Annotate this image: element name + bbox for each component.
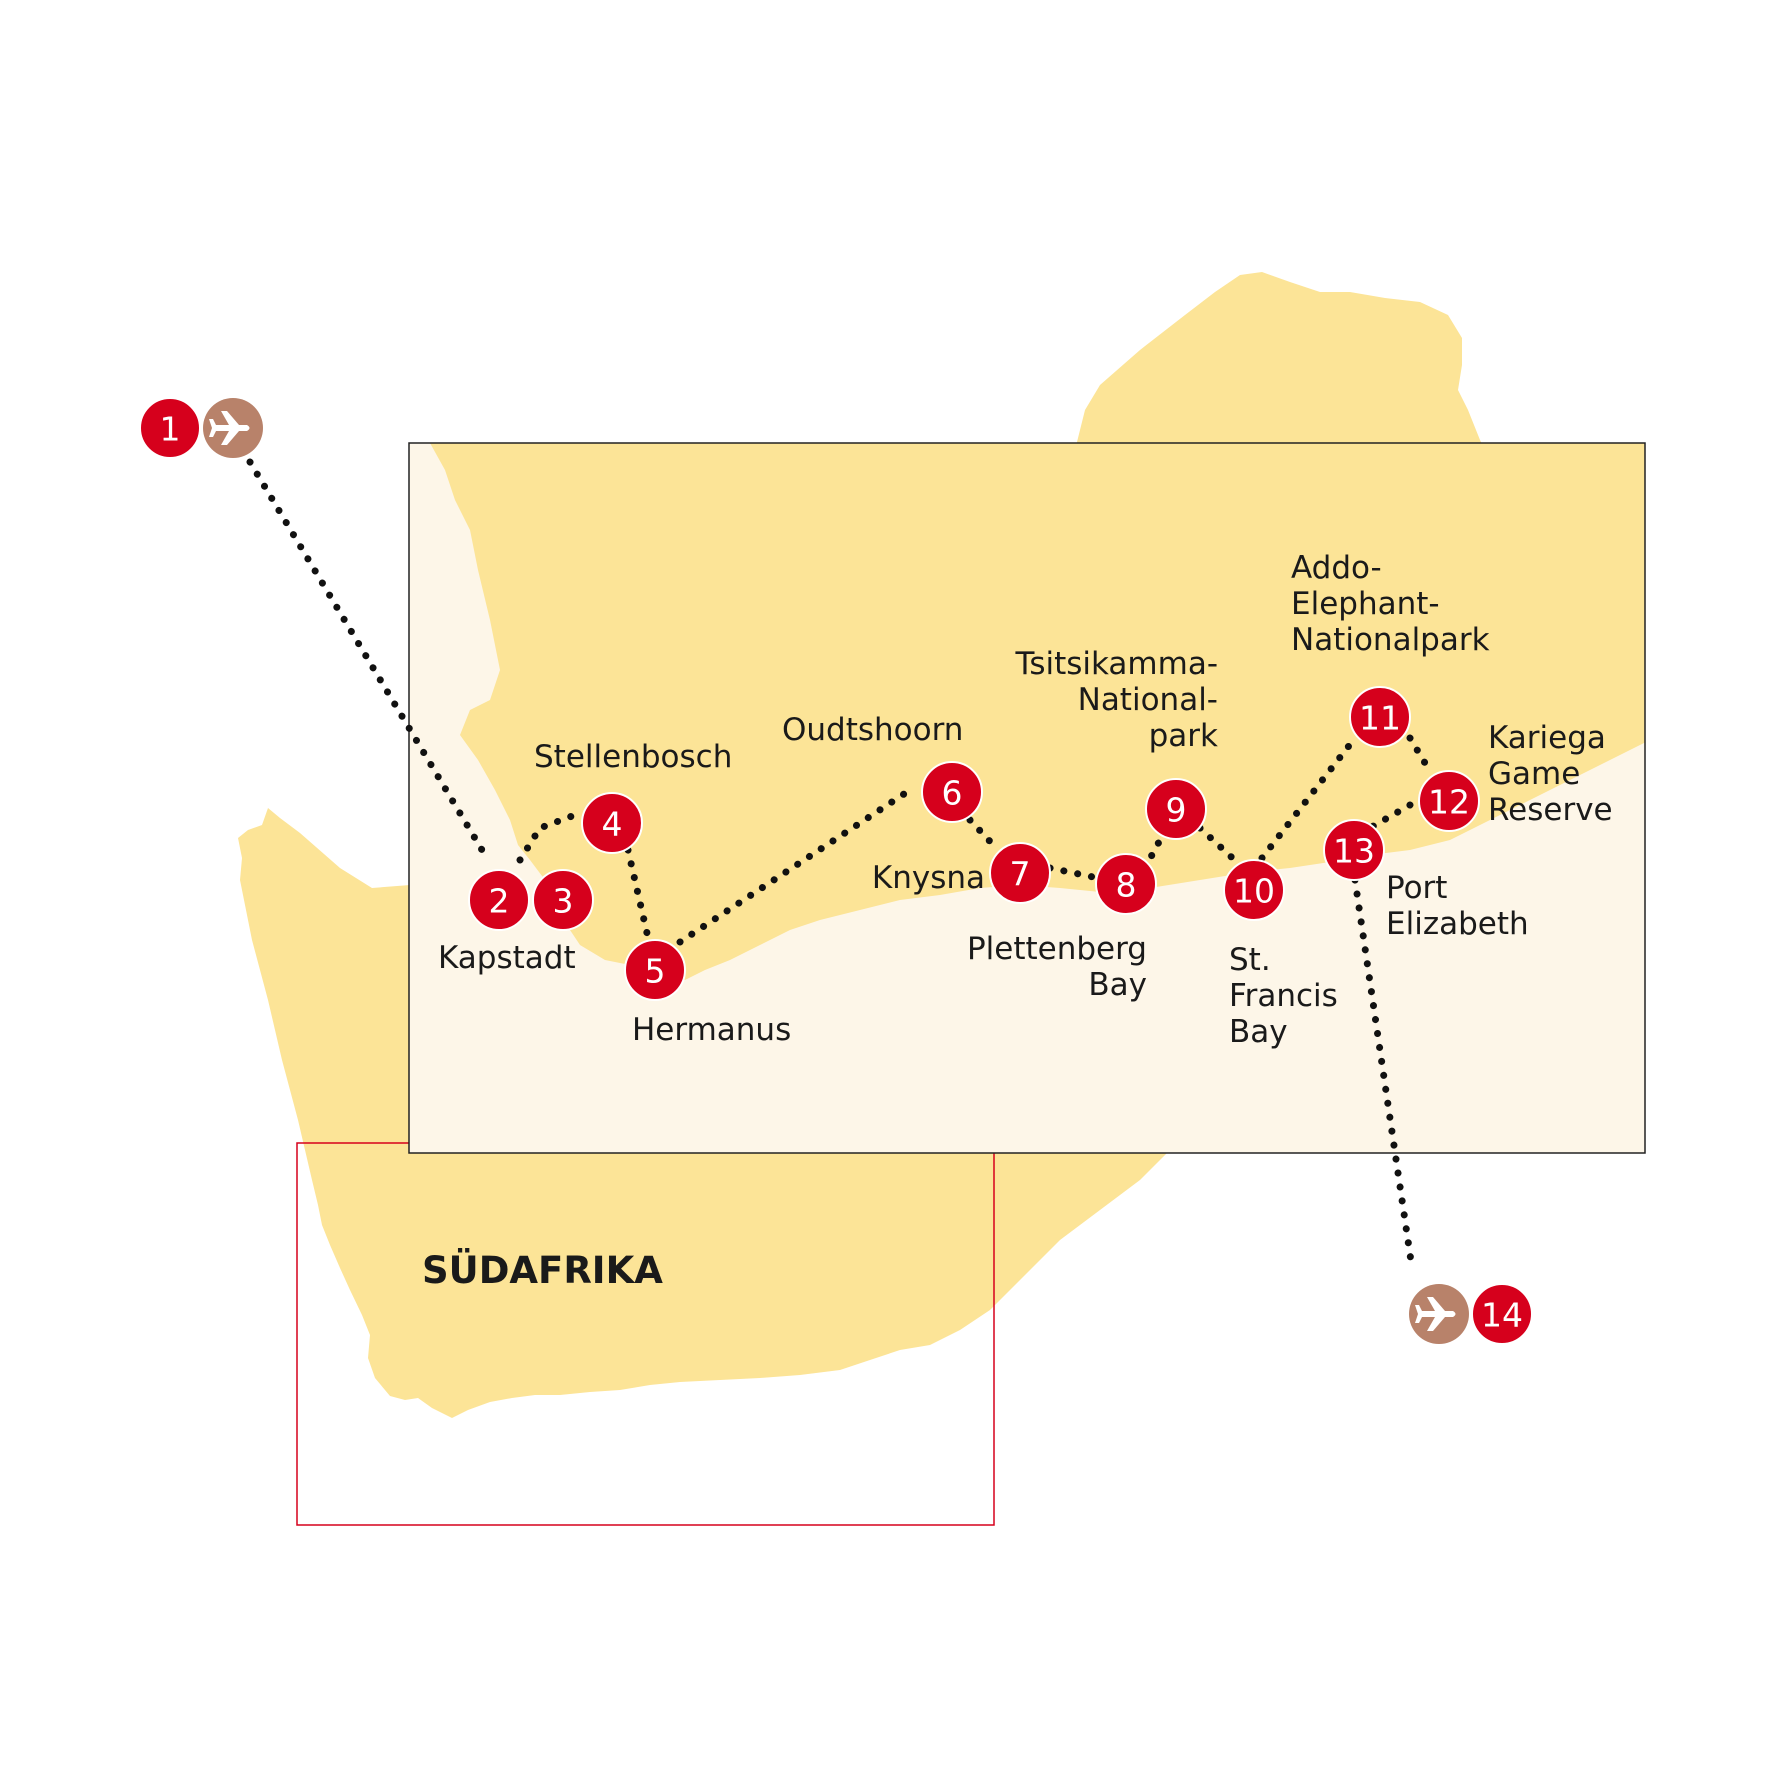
route-line: [246, 458, 1432, 1272]
stop-marker-14[interactable]: 14: [1471, 1283, 1533, 1345]
stop-number: 4: [602, 805, 623, 844]
label-line: Addo-: [1291, 550, 1382, 586]
place-label-addo: Addo-Elephant-Nationalpark: [1291, 550, 1490, 658]
stop-marker-3[interactable]: 3: [532, 869, 594, 931]
label-line: Kariega: [1488, 720, 1606, 756]
stop-number: 1: [160, 410, 181, 449]
stop-number: 5: [645, 952, 666, 991]
airplane-icon: [203, 398, 263, 458]
label-line: Elizabeth: [1386, 906, 1529, 942]
stop-marker-11[interactable]: 11: [1349, 686, 1411, 748]
label-line: St.: [1229, 942, 1271, 978]
stop-marker-2[interactable]: 2: [468, 869, 530, 931]
stop-marker-5[interactable]: 5: [624, 939, 686, 1001]
place-label-kapstadt: Kapstadt: [438, 940, 576, 976]
place-label-oudtshoorn: Oudtshoorn: [782, 712, 963, 748]
stop-marker-7[interactable]: 7: [989, 842, 1051, 904]
label-line: Bay: [1229, 1014, 1288, 1050]
stop-number: 10: [1233, 872, 1275, 911]
stop-number: 6: [942, 774, 963, 813]
label-line: Kapstadt: [438, 940, 576, 976]
label-line: Oudtshoorn: [782, 712, 963, 748]
stop-number: 12: [1428, 783, 1470, 822]
stop-number: 13: [1333, 832, 1375, 871]
label-line: Game: [1488, 756, 1580, 792]
label-line: Port: [1386, 870, 1447, 906]
stop-number: 14: [1481, 1296, 1523, 1335]
place-label-knysna: Knysna: [872, 860, 985, 896]
stop-marker-12[interactable]: 12: [1418, 770, 1480, 832]
stop-marker-13[interactable]: 13: [1323, 819, 1385, 881]
label-line: Bay: [1088, 967, 1147, 1003]
stop-marker-1[interactable]: 1: [139, 397, 201, 459]
label-line: National-: [1078, 682, 1218, 718]
stop-number: 8: [1116, 866, 1137, 905]
label-line: Nationalpark: [1291, 622, 1490, 658]
label-line: park: [1149, 718, 1218, 754]
country-label: SÜDAFRIKA: [422, 1248, 663, 1292]
label-line: Hermanus: [632, 1012, 791, 1048]
stop-marker-4[interactable]: 4: [581, 792, 643, 854]
stop-number: 3: [553, 882, 574, 921]
label-line: Knysna: [872, 860, 985, 896]
place-label-stellenbosch: Stellenbosch: [534, 739, 732, 775]
label-line: Tsitsikamma-: [1015, 646, 1218, 682]
airplane-icon: [1409, 1284, 1469, 1344]
stop-number: 9: [1166, 791, 1187, 830]
stop-number: 2: [489, 882, 510, 921]
inset-frame: [408, 442, 1646, 1154]
stop-marker-9[interactable]: 9: [1145, 778, 1207, 840]
stop-marker-8[interactable]: 8: [1095, 853, 1157, 915]
stop-marker-6[interactable]: 6: [921, 761, 983, 823]
label-line: Francis: [1229, 978, 1338, 1014]
label-line: Elephant-: [1291, 586, 1440, 622]
place-label-hermanus: Hermanus: [632, 1012, 791, 1048]
label-line: Stellenbosch: [534, 739, 732, 775]
label-line: Reserve: [1488, 792, 1613, 828]
stop-number: 11: [1359, 699, 1401, 738]
stop-number: 7: [1010, 855, 1031, 894]
stop-marker-10[interactable]: 10: [1223, 859, 1285, 921]
place-label-tsitsikamma: Tsitsikamma-National-park: [1015, 646, 1219, 754]
label-line: Plettenberg: [967, 931, 1147, 967]
